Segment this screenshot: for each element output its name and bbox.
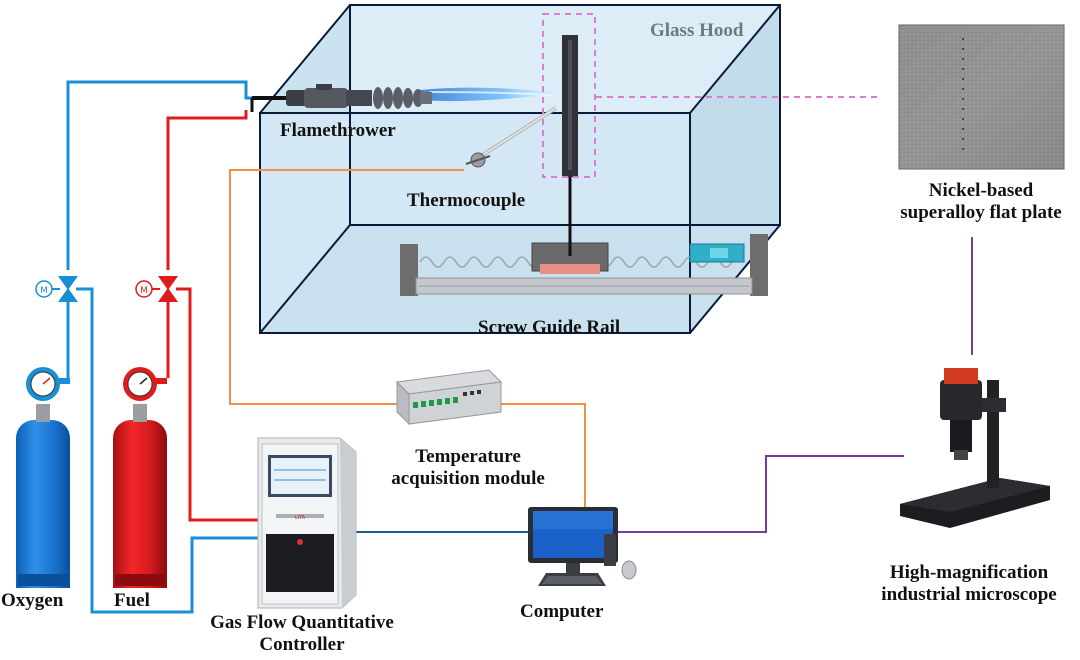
controller-label: Gas Flow Quantitative Controller <box>196 612 408 656</box>
glass-hood-label: Glass Hood <box>650 20 744 41</box>
thermocouple-icon <box>465 106 558 168</box>
controller-label-line1: Gas Flow Quantitative <box>210 612 394 633</box>
oxygen-valve-icon <box>58 276 78 302</box>
plate-label: Nickel-based superalloy flat plate <box>888 180 1074 224</box>
flamethrower-icon <box>252 84 432 109</box>
oxygen-flowmeter-icon: M <box>35 280 60 298</box>
fuel-label: Fuel <box>114 590 150 611</box>
sample-highlight <box>542 13 880 178</box>
plate-label-line1: Nickel-based <box>928 180 1034 201</box>
nickel-plate-image <box>898 24 1065 170</box>
computer-label: Computer <box>520 601 604 622</box>
daq-module-icon <box>395 369 503 426</box>
svg-text:M: M <box>40 286 48 296</box>
screw-guide-rail-label: Screw Guide Rail <box>478 317 621 338</box>
microscope-icon <box>900 368 1050 528</box>
gas-flow-controller-icon: LITA <box>257 437 357 609</box>
oxygen-label: Oxygen <box>1 590 64 611</box>
sample-holder <box>562 35 578 256</box>
temperature-module-label: Temperature acquisition module <box>378 446 558 490</box>
svg-text:LITA: LITA <box>295 515 306 521</box>
oxygen-cylinder-icon <box>16 367 70 588</box>
fuel-flowmeter-icon: M <box>135 280 160 298</box>
thermocouple-label: Thermocouple <box>407 190 526 211</box>
desktop-computer-icon <box>528 507 637 586</box>
microscope-label-line2: industrial microscope <box>881 584 1057 605</box>
computer-to-microscope-line <box>618 455 904 533</box>
plate-label-line2: superalloy flat plate <box>900 202 1062 223</box>
temperature-module-label-line2: acquisition module <box>391 468 545 489</box>
microscope-label: High-magnification industrial microscope <box>862 562 1076 606</box>
temperature-module-label-line1: Temperature <box>415 446 521 467</box>
flamethrower-label: Flamethrower <box>280 120 396 141</box>
thermocouple-line <box>229 169 464 405</box>
controller-label-line2: Controller <box>259 634 345 655</box>
svg-text:M: M <box>140 286 148 296</box>
daq-to-computer-line <box>501 403 586 510</box>
oxygen-line <box>66 80 266 614</box>
microscope-label-line1: High-magnification <box>889 562 1049 583</box>
flame <box>420 87 560 102</box>
fuel-line <box>166 110 264 522</box>
fuel-valve-icon <box>158 276 178 302</box>
fuel-cylinder-icon <box>113 367 167 588</box>
